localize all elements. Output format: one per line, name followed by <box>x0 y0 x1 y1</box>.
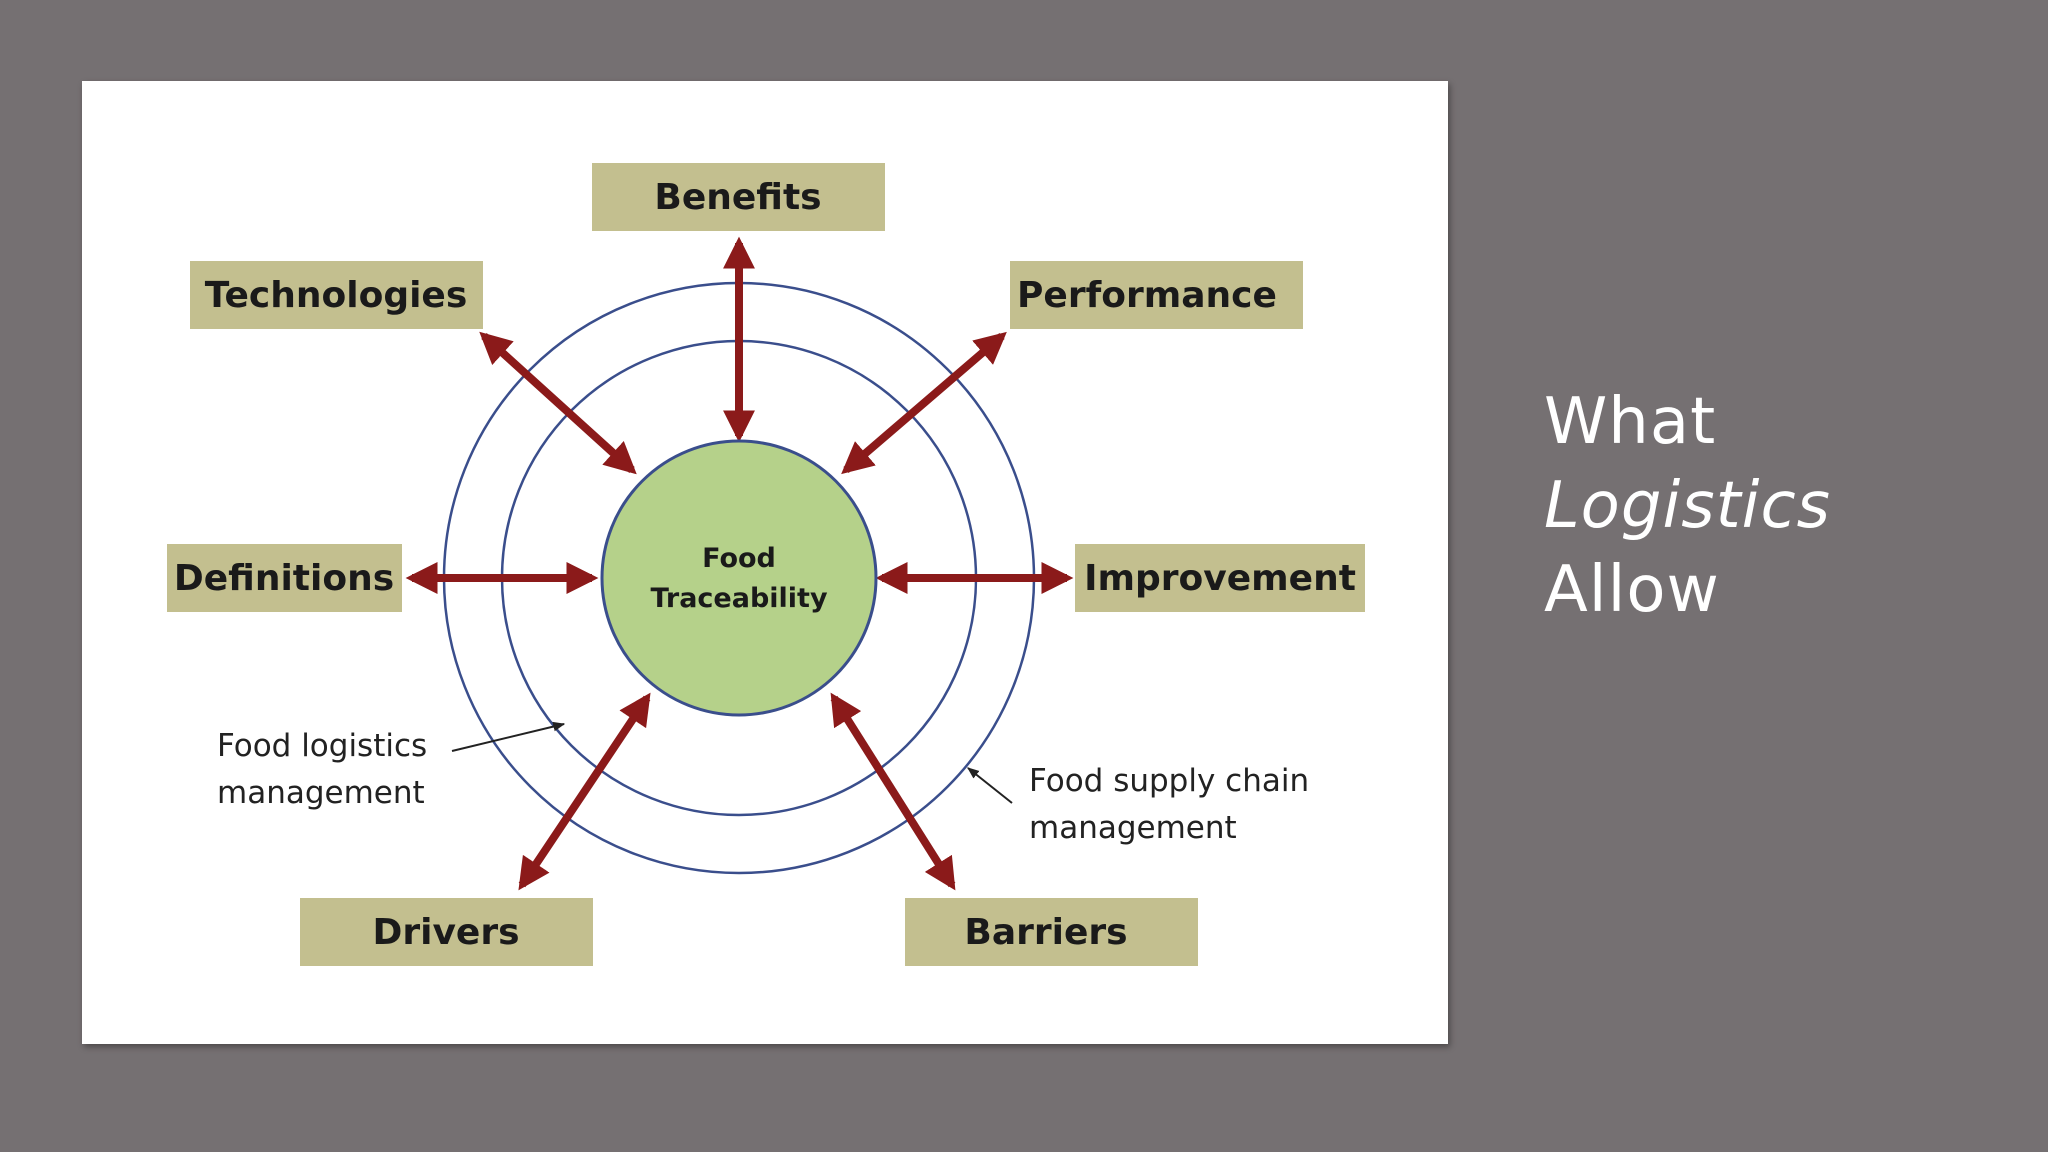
diagram-image: Food Traceability Benefits Technologies … <box>82 81 1448 1044</box>
center-label-line2: Traceability <box>650 583 828 614</box>
arrow-technologies <box>479 331 637 475</box>
box-performance: Performance <box>1010 261 1303 329</box>
box-improvement: Improvement <box>1075 544 1365 612</box>
arrow-performance <box>841 331 1007 475</box>
svg-text:Food supply chain: Food supply chain <box>1029 763 1309 799</box>
svg-text:Food logistics: Food logistics <box>217 728 427 764</box>
svg-text:Improvement: Improvement <box>1084 558 1356 599</box>
svg-text:management: management <box>1029 810 1237 846</box>
note-food-logistics: Food logistics management <box>217 721 566 811</box>
food-traceability-circle <box>600 439 878 717</box>
title-line-2: Logistics <box>1544 469 1831 543</box>
note-food-supply-chain: Food supply chain management <box>967 763 1309 846</box>
traceability-diagram: Food Traceability Benefits Technologies … <box>167 163 1365 966</box>
box-definitions: Definitions <box>167 544 402 612</box>
box-barriers: Barriers <box>905 898 1198 966</box>
svg-text:Barriers: Barriers <box>964 912 1127 953</box>
title-line-3: Allow <box>1544 553 1720 627</box>
box-technologies: Technologies <box>190 261 483 329</box>
svg-text:management: management <box>217 775 425 811</box>
arrow-barriers <box>830 692 956 891</box>
arrow-drivers <box>518 692 651 891</box>
box-benefits: Benefits <box>592 163 885 231</box>
svg-text:Benefits: Benefits <box>654 177 821 218</box>
svg-text:Technologies: Technologies <box>205 275 468 316</box>
slide-title: What Logistics Allow <box>1544 380 1831 632</box>
box-drivers: Drivers <box>300 898 593 966</box>
title-line-1: What <box>1544 385 1717 459</box>
svg-text:Definitions: Definitions <box>174 558 394 599</box>
svg-text:Drivers: Drivers <box>372 912 519 953</box>
svg-text:Performance: Performance <box>1017 275 1277 316</box>
center-label-line1: Food <box>702 543 776 574</box>
